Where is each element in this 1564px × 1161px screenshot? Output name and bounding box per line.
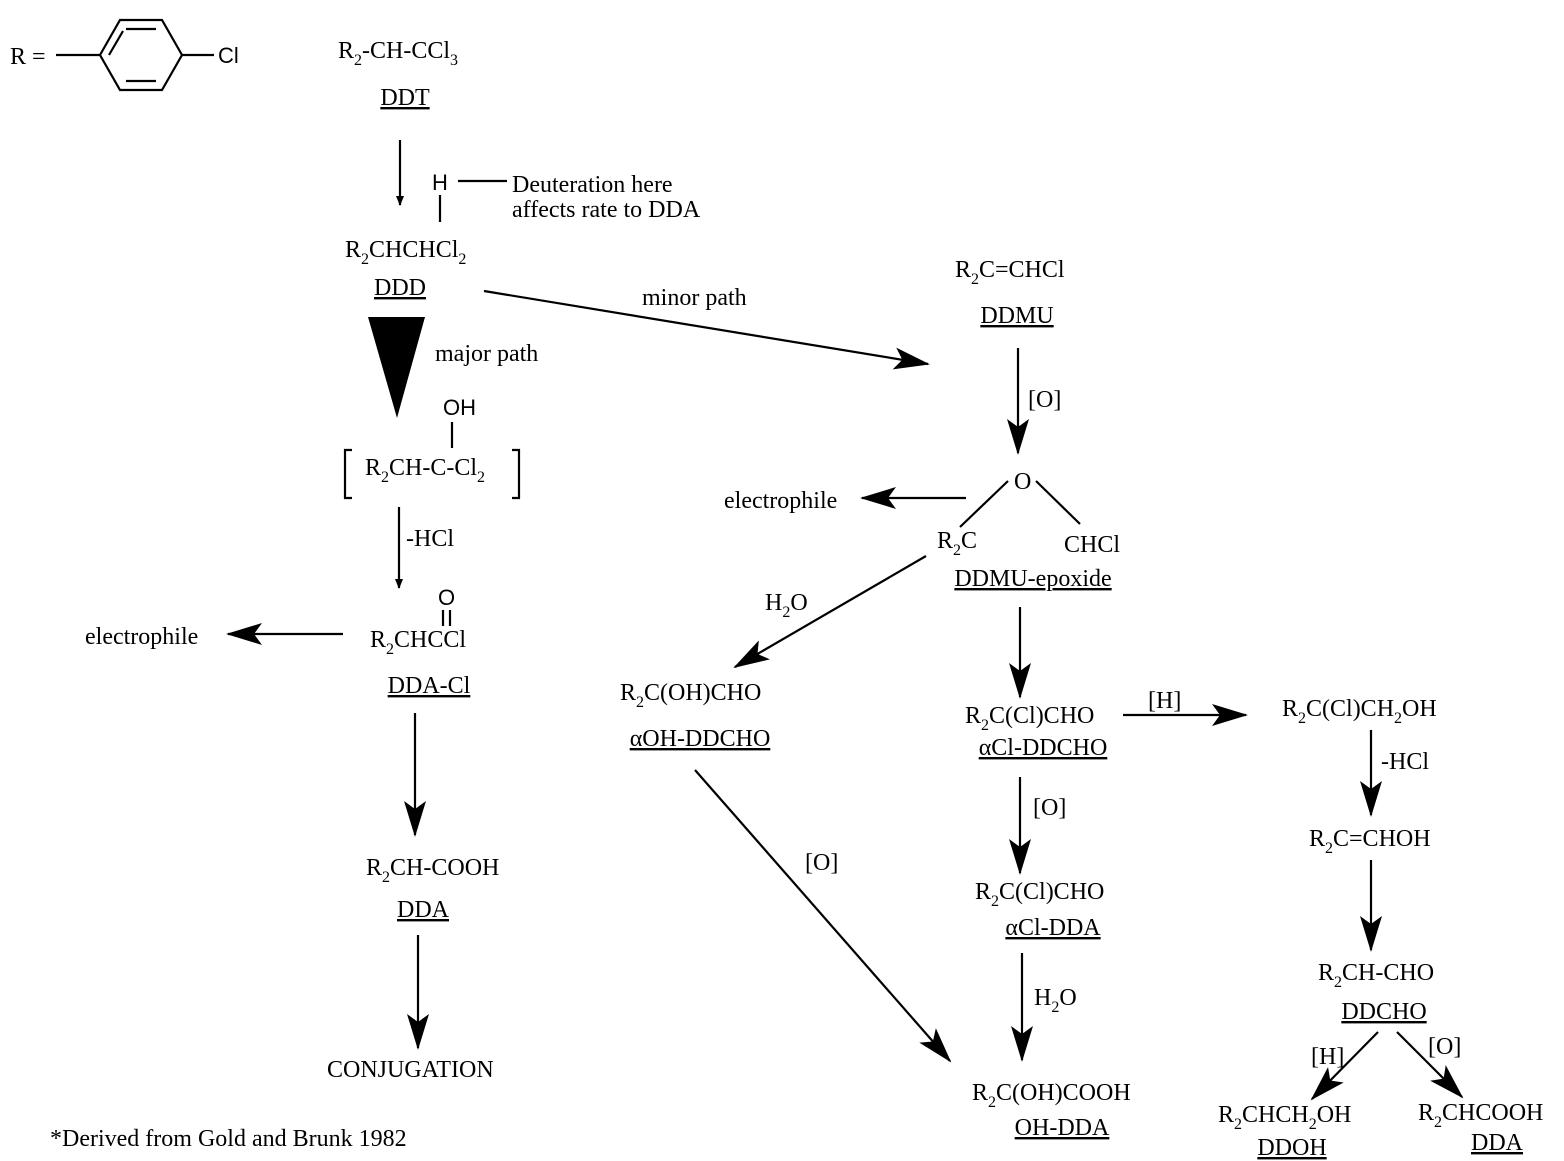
dda-right-formula: R2CHCOOH bbox=[1418, 1100, 1543, 1131]
r-equals-label: R = bbox=[10, 44, 46, 70]
arrow-ddcho-to-dda bbox=[1396, 1031, 1464, 1099]
cldda-name: αCl-DDA bbox=[1005, 915, 1101, 941]
dda-left-formula: R2CH-COOH bbox=[366, 855, 499, 886]
dda-right-oxidation-label: [O] bbox=[1428, 1034, 1461, 1060]
minor-path-label: minor path bbox=[642, 285, 747, 311]
cldda-formula: R2C(Cl)CHO bbox=[975, 879, 1104, 910]
intermediate-oh-label: OH bbox=[443, 395, 476, 420]
deuteration-note-line2: affects rate to DDA bbox=[512, 197, 701, 223]
right-bracket bbox=[512, 448, 521, 500]
ddoh-name: DDOH bbox=[1257, 1135, 1326, 1161]
arrow-minor-path bbox=[483, 289, 930, 370]
arrow-ddcho-to-ddoh bbox=[1310, 1031, 1379, 1101]
ohdda-name: OH-DDA bbox=[1015, 1115, 1110, 1141]
ddoh-formula: R2CHCH2OH bbox=[1218, 1102, 1351, 1133]
ohddcho-name: αOH-DDCHO bbox=[630, 726, 771, 752]
epoxide-left-carbon: R2C bbox=[937, 528, 977, 559]
epoxide-right-carbon: CHCl bbox=[1064, 532, 1120, 558]
water-label-upper: H2O bbox=[765, 590, 808, 621]
enol-formula: R2C=CHOH bbox=[1309, 826, 1431, 857]
arrow-epoxide-to-ohddcho bbox=[733, 555, 927, 669]
ddacl-oxygen-label: O bbox=[438, 585, 455, 610]
major-path-label: major path bbox=[435, 341, 538, 367]
deuteration-note-line1: Deuteration here bbox=[512, 172, 673, 198]
ddacl-formula: R2CHCCl bbox=[370, 627, 466, 658]
cldda-oxidation-label: [O] bbox=[1033, 795, 1066, 821]
r-group-definition: R = Cl bbox=[10, 18, 239, 92]
clddcho-formula: R2C(Cl)CHO bbox=[965, 703, 1094, 734]
ddd-formula: R2CHCHCl2 bbox=[345, 237, 466, 268]
ddmu-oxidation-label: [O] bbox=[1028, 387, 1061, 413]
conjugation-label: CONJUGATION bbox=[327, 1057, 494, 1083]
ddoh-reduction-label: [H] bbox=[1311, 1044, 1344, 1070]
ddmu-name: DDMU bbox=[980, 303, 1053, 329]
water-label-lower: H2O bbox=[1034, 985, 1077, 1016]
electrophile-right-label: electrophile bbox=[724, 488, 837, 514]
epoxide-bond-left bbox=[959, 480, 1009, 528]
clddcho-reduction-label: [H] bbox=[1148, 688, 1181, 714]
dda-left-name: DDA bbox=[397, 897, 450, 923]
epoxide-name: DDMU-epoxide bbox=[954, 566, 1111, 592]
ohdda-formula: R2C(OH)COOH bbox=[972, 1080, 1131, 1111]
footnote: *Derived from Gold and Brunk 1982 bbox=[50, 1126, 407, 1152]
ddt-formula: R2-CH-CCl3 bbox=[338, 38, 458, 69]
electrophile-left-label: electrophile bbox=[85, 624, 198, 650]
ohddcho-oxidation-label: [O] bbox=[805, 850, 838, 876]
benzene-ring-icon bbox=[98, 18, 184, 92]
minus-hcl-label: -HCl bbox=[406, 526, 454, 552]
intermediate-formula: R2CH-C-Cl2 bbox=[365, 455, 485, 486]
enol-minus-hcl-label: -HCl bbox=[1381, 749, 1429, 775]
left-bracket bbox=[343, 448, 352, 500]
epoxide-bond-right bbox=[1035, 480, 1081, 525]
ddacl-name: DDA-Cl bbox=[388, 673, 471, 699]
major-path-wedge-arrow bbox=[368, 317, 425, 418]
clethanol-formula: R2C(Cl)CH2OH bbox=[1282, 696, 1437, 727]
dda-right-name: DDA bbox=[1471, 1130, 1524, 1156]
deuterium-atom-label: H bbox=[432, 170, 448, 195]
epoxide-oxygen-label: O bbox=[1014, 469, 1031, 495]
ddcho-formula: R2CH-CHO bbox=[1318, 960, 1434, 991]
ddd-name: DDD bbox=[374, 275, 426, 301]
ddt-name: DDT bbox=[380, 85, 430, 111]
ohddcho-formula: R2C(OH)CHO bbox=[620, 680, 761, 711]
chloro-label: Cl bbox=[218, 43, 239, 68]
clddcho-name: αCl-DDCHO bbox=[979, 735, 1108, 761]
ddmu-formula: R2C=CHCl bbox=[955, 257, 1065, 288]
arrow-ohddcho-to-ohdda bbox=[694, 769, 952, 1063]
ddcho-name: DDCHO bbox=[1341, 999, 1426, 1025]
